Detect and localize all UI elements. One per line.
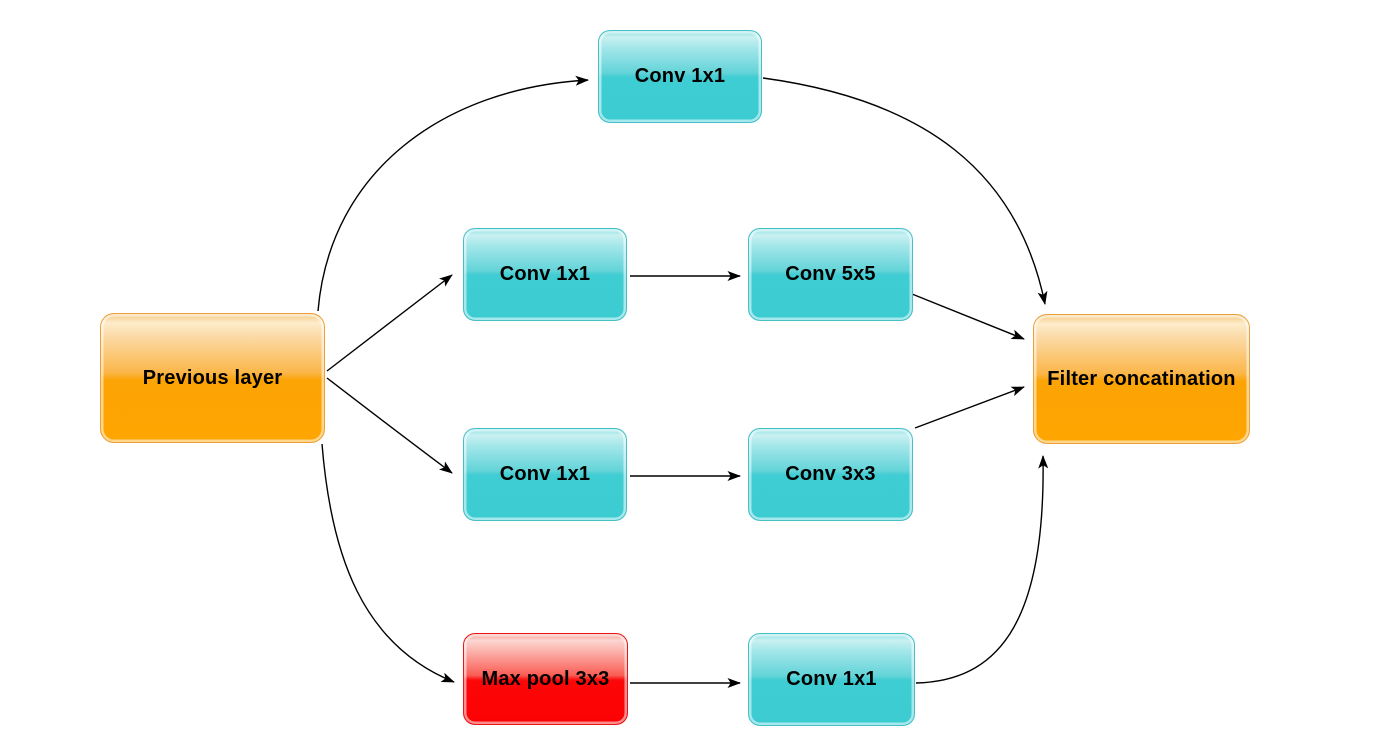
node-conv1x1-branch2-label: Conv 1x1	[499, 263, 591, 285]
node-filter-concat-label: Filter concatination	[1047, 367, 1236, 390]
node-conv1x1-branch3-label: Conv 1x1	[499, 463, 591, 485]
node-conv1x1-bottom: Conv 1x1	[748, 633, 915, 726]
edge-conv1x1-top-to-filter-concat	[762, 77, 1048, 305]
node-maxpool3x3: Max pool 3x3	[463, 633, 628, 725]
node-conv1x1-bottom-label: Conv 1x1	[786, 668, 877, 690]
edge-conv5x5-to-filter-concat	[911, 293, 1025, 340]
node-filter-concat: Filter concatination	[1033, 314, 1250, 444]
node-conv1x1-top-label: Conv 1x1	[634, 65, 726, 87]
node-conv3x3: Conv 3x3	[748, 428, 913, 521]
edge-previous-layer-to-conv1x1-branch3	[326, 377, 453, 474]
node-conv1x1-top: Conv 1x1	[598, 30, 762, 123]
edge-previous-layer-to-conv1x1-top	[317, 75, 589, 312]
edge-previous-layer-to-conv1x1-branch2	[326, 274, 453, 372]
edge-previous-layer-to-maxpool3x3	[321, 443, 455, 683]
node-maxpool3x3-label: Max pool 3x3	[481, 667, 610, 690]
node-conv1x1-branch2: Conv 1x1	[463, 228, 627, 321]
node-previous-layer-label: Previous layer	[142, 366, 283, 389]
node-conv3x3-label: Conv 3x3	[785, 463, 876, 485]
node-conv1x1-branch3: Conv 1x1	[463, 428, 627, 521]
node-previous-layer: Previous layer	[100, 313, 325, 443]
edge-conv1x1-bottom-to-filter-concat	[915, 455, 1049, 684]
node-conv5x5: Conv 5x5	[748, 228, 913, 321]
node-conv5x5-label: Conv 5x5	[785, 263, 876, 285]
edge-conv3x3-to-filter-concat	[914, 386, 1025, 429]
